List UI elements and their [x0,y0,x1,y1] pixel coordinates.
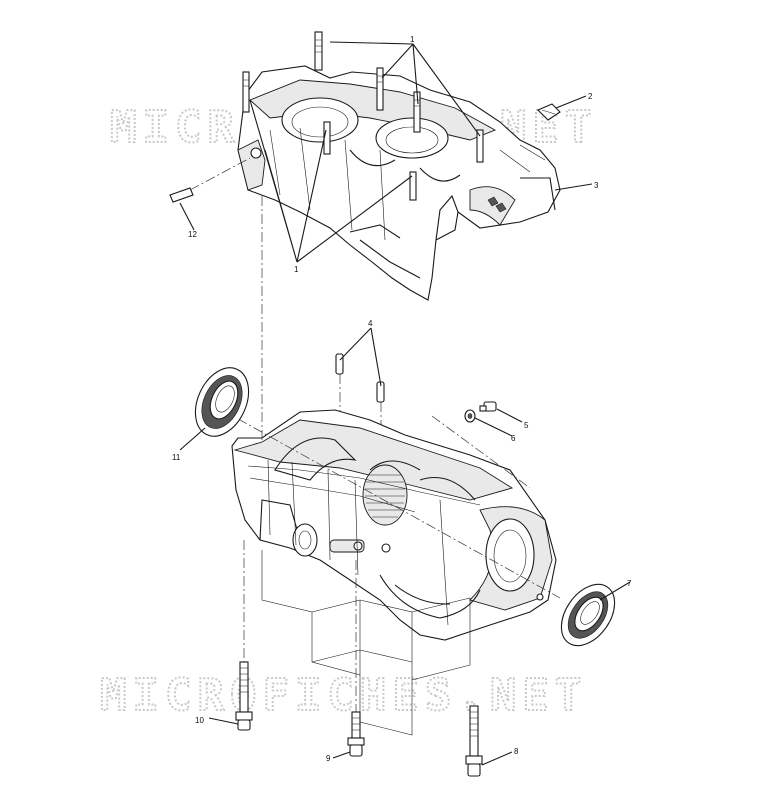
callout-2: 2 [588,92,593,101]
callout-1-bottom: 1 [294,265,299,274]
crank-centerline-2 [431,415,531,489]
callout-4: 4 [368,319,373,328]
part-9-bolt [347,711,365,757]
callout-6: 6 [511,434,516,443]
bolt-box-lines [261,550,471,736]
part-7-oil-seal [560,583,616,647]
callout-10: 10 [195,716,204,725]
part-11-oil-seal [194,367,250,437]
watermark-bottom: MICROFICHES.NET [100,670,587,721]
upper-crankcase [237,65,561,301]
callout-5: 5 [524,421,529,430]
part-10-bolt [235,661,253,731]
callout-11: 11 [172,453,181,462]
crank-gear [362,464,408,526]
crank-centerline [221,409,561,599]
callout-labels: 1 1 2 3 4 5 6 7 8 9 10 11 12 [172,35,632,763]
callout-1-top: 1 [410,35,415,44]
part-6-washer [464,409,476,423]
callout-7: 7 [627,579,632,588]
part-2-clip [537,103,561,121]
stud-axis-left [243,196,263,662]
lower-crankcase [231,409,557,641]
callout-3: 3 [594,181,599,190]
part-8-bolt [465,705,483,777]
callout-12: 12 [188,230,197,239]
part-5-bolt [479,401,497,412]
leader-lines [179,41,631,766]
callout-8: 8 [514,747,519,756]
part-12-dowel-pin [169,157,251,203]
callout-9: 9 [326,754,331,763]
